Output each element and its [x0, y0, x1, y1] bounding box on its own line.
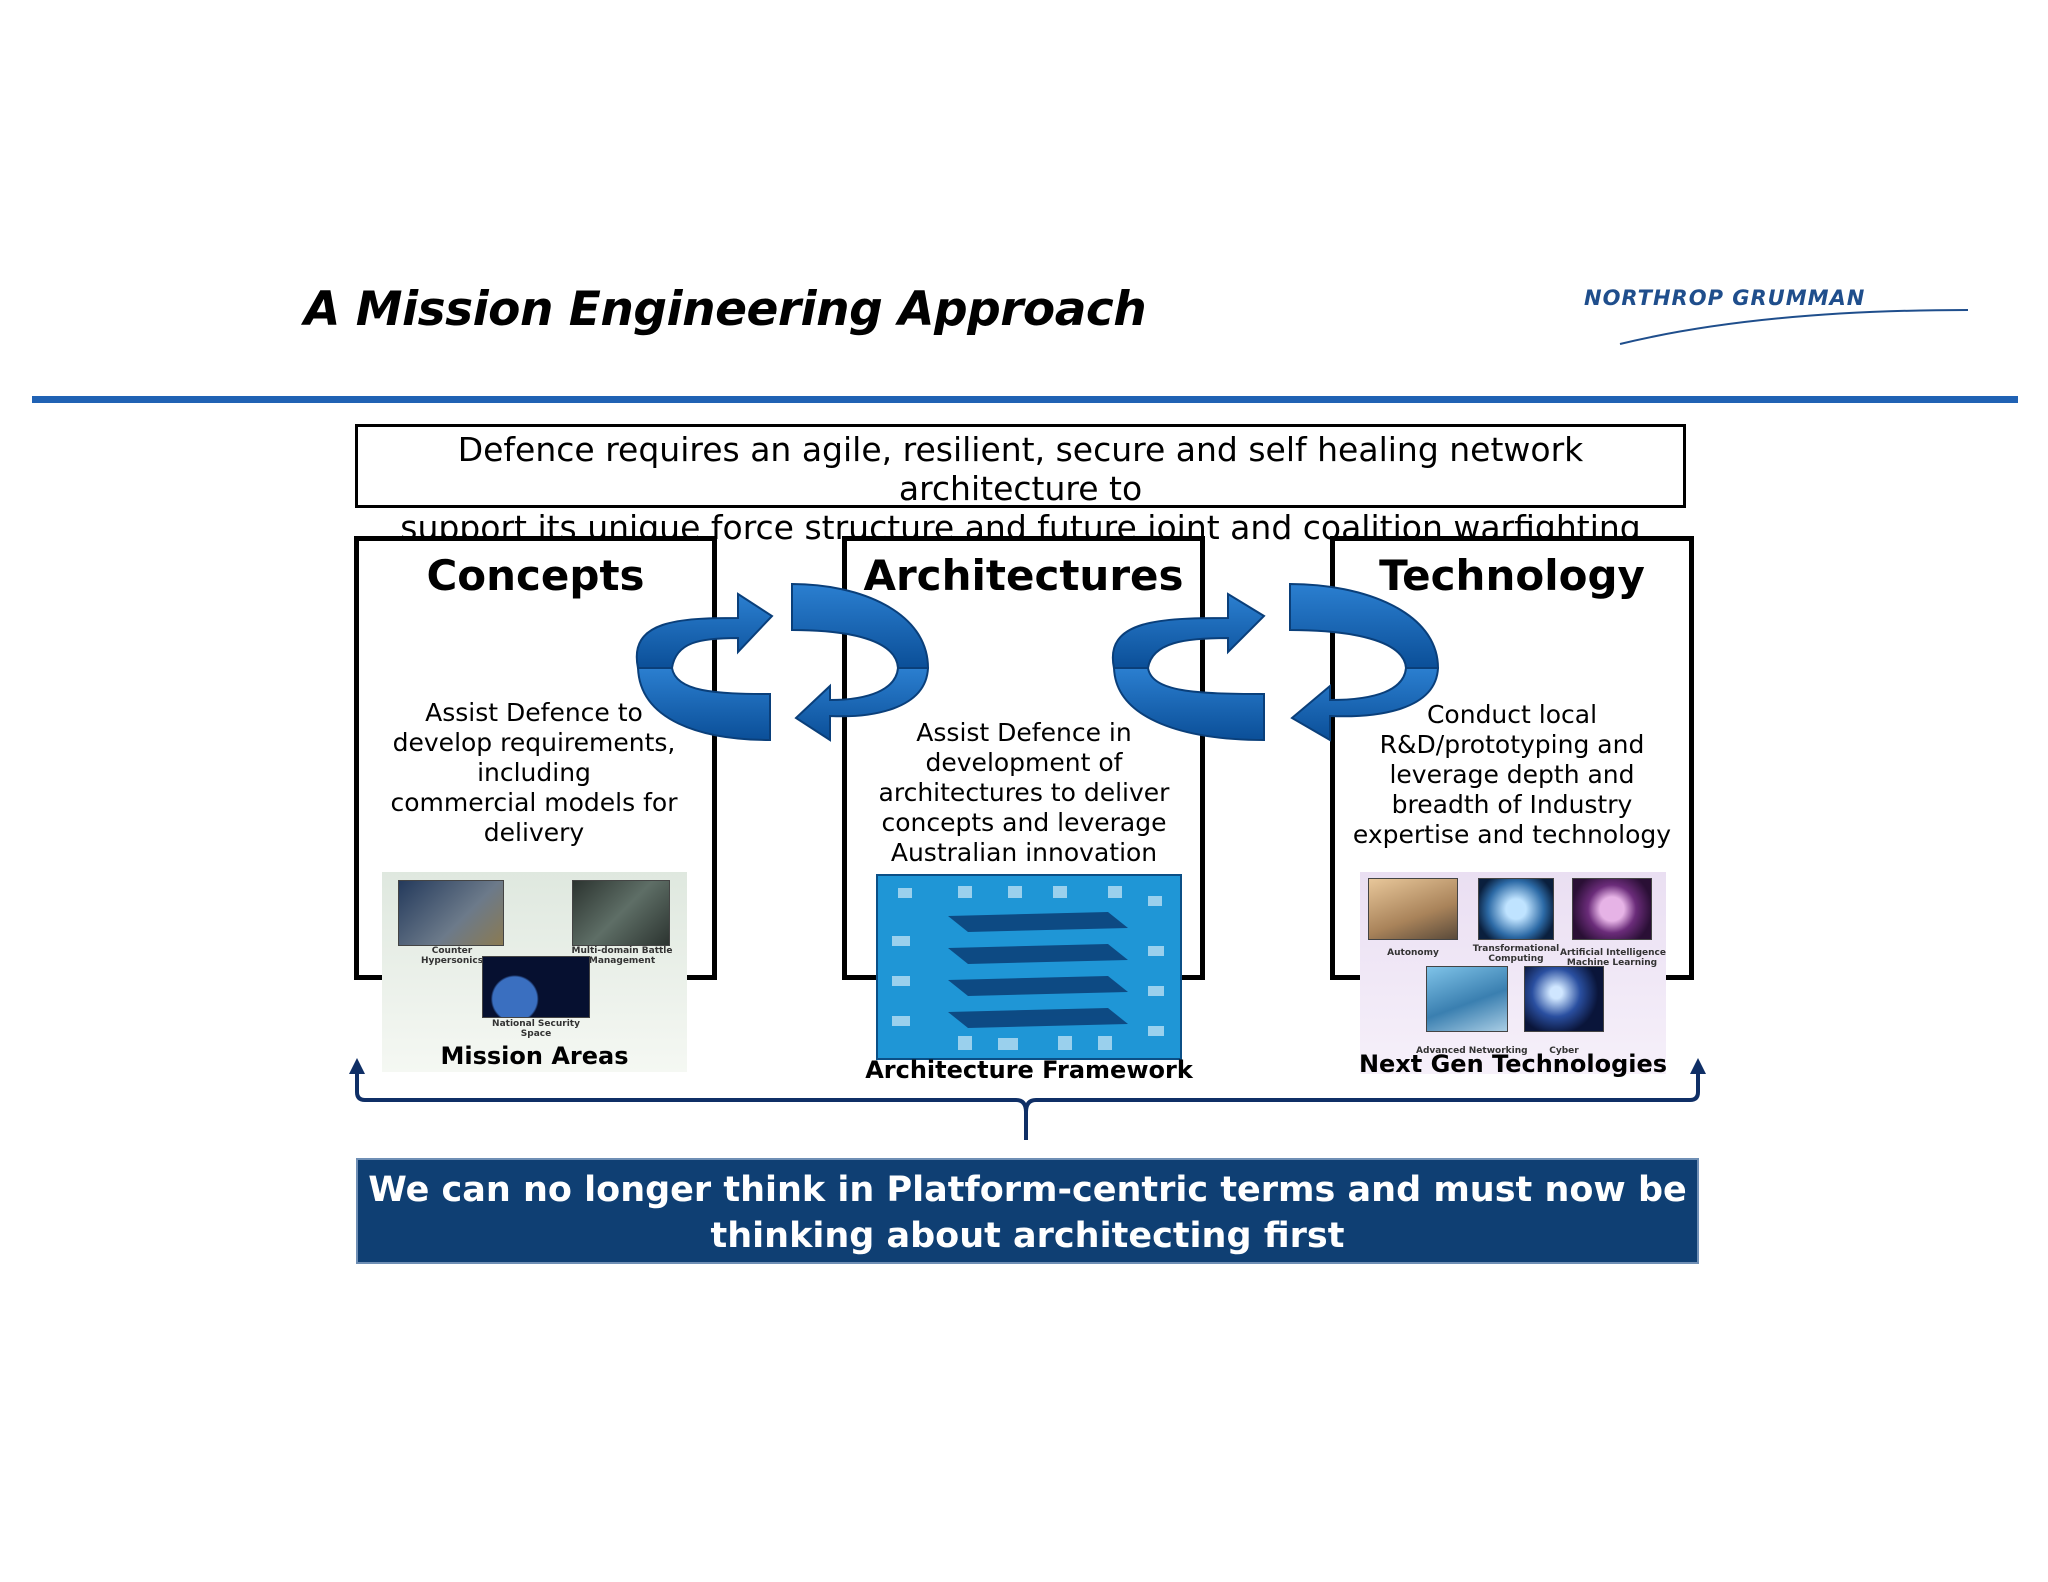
concepts-title: Concepts	[426, 551, 645, 600]
page-title: A Mission Engineering Approach	[304, 282, 1147, 337]
logo-swoosh-icon	[1619, 309, 1969, 345]
next-gen-technologies-label: Next Gen Technologies	[1358, 1050, 1668, 1078]
architecture-framework-image	[876, 874, 1182, 1060]
cyber-caption: Cyber	[1549, 1046, 1579, 1056]
ai-machine-learning-image	[1572, 878, 1652, 940]
concepts-description: Assist Defence to develop requirements, …	[390, 698, 678, 847]
transformational-computing-caption: Transformational Computing	[1472, 944, 1560, 964]
ai-machine-learning-caption: Artificial Intelligence / Machine Learni…	[1560, 948, 1666, 968]
mission-areas-panel: Counter Hypersonics Multi-domain Battle …	[382, 872, 687, 1072]
technology-title: Technology	[1379, 551, 1645, 600]
brace-arrow-left-icon	[349, 1058, 365, 1074]
conclusion-line-1: We can no longer think in Platform-centr…	[368, 1170, 1687, 1210]
banner-line-1: Defence requires an agile, resilient, se…	[457, 430, 1584, 508]
northrop-grumman-logo: NORTHROP GRUMMAN	[1560, 280, 2000, 360]
mission-areas-label: Mission Areas	[440, 1042, 629, 1070]
header-divider	[32, 396, 2018, 403]
transformational-computing-image	[1478, 878, 1554, 940]
counter-hypersonics-image	[398, 880, 504, 946]
cyber-image	[1524, 966, 1604, 1032]
conclusion-banner: We can no longer think in Platform-centr…	[356, 1158, 1699, 1264]
brace-arrow-right-icon	[1690, 1058, 1706, 1074]
conclusion-line-2: thinking about architecting first	[710, 1216, 1345, 1256]
battle-management-caption: Multi-domain Battle Management	[571, 946, 673, 966]
next-gen-technologies-panel: Autonomy Transformational Computing Arti…	[1360, 872, 1666, 1074]
logo-text: NORTHROP GRUMMAN	[1584, 286, 1866, 310]
security-space-caption: National Security Space	[492, 1019, 580, 1039]
advanced-networking-caption: Advanced Networking	[1416, 1046, 1528, 1056]
counter-hypersonics-caption: Counter Hypersonics	[420, 946, 484, 966]
architectures-description: Assist Defence in development of archite…	[878, 718, 1170, 867]
autonomy-image	[1368, 878, 1458, 940]
architecture-layers-graphic	[892, 886, 1164, 1050]
architecture-framework-label: Architecture Framework	[865, 1056, 1193, 1084]
autonomy-caption: Autonomy	[1387, 948, 1439, 958]
battle-management-image	[572, 880, 670, 946]
statement-banner: Defence requires an agile, resilient, se…	[355, 424, 1686, 586]
technology-description: Conduct local R&D/prototyping and levera…	[1352, 700, 1672, 849]
architectures-title: Architectures	[863, 551, 1184, 600]
advanced-networking-image	[1426, 966, 1508, 1032]
security-space-image	[482, 956, 590, 1018]
